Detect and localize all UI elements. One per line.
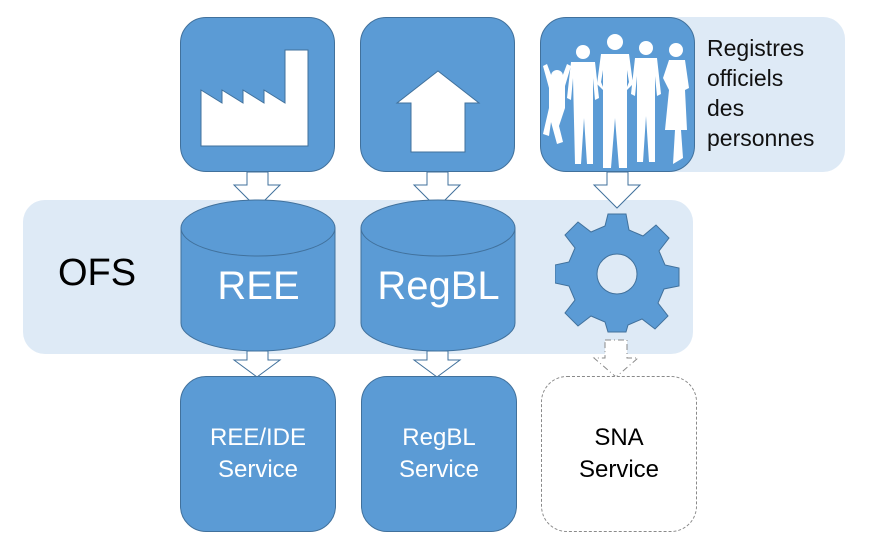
service-name: RegBL [402,424,476,451]
regbl-service: RegBL Service [361,376,517,532]
persons-label-line: Registres [707,35,805,61]
house-icon [395,70,481,153]
persons-label-line: personnes [707,125,815,151]
arrow-ree-to-service [232,350,282,378]
arrow-regbl-to-service [412,350,462,378]
persons-label-line: officiels [707,65,784,91]
ree-database: REE [180,198,337,354]
database-icon [360,199,516,352]
service-name: SNA [594,424,644,451]
arrow-buildings-to-regbl [412,171,462,209]
regbl-label: RegBL [377,264,500,308]
service-name: REE/IDE [209,424,307,451]
database-icon [180,199,336,352]
arrow-enterprises-to-ree [232,171,282,209]
regbl-database: RegBL [360,198,517,354]
service-type: Service [398,456,480,483]
persons-registers-label: Registres officiels des personnes [707,33,814,153]
source-persons-card [540,17,695,172]
ree-label: REE [217,264,300,308]
persons-label-line: des [707,95,745,121]
factory-icon [200,49,309,147]
service-type: Service [578,456,660,483]
gear-icon [555,213,680,333]
people-icon [543,34,689,168]
service-type: Service [217,456,299,483]
sna-service: SNA Service [541,376,697,532]
arrow-persons-to-process [592,171,642,209]
source-buildings-card [360,17,515,172]
arrow-process-to-sna [592,339,640,378]
ofs-group-label: OFS [58,252,137,294]
source-enterprises-card [180,17,335,172]
ree-ide-service: REE/IDE Service [180,376,336,532]
